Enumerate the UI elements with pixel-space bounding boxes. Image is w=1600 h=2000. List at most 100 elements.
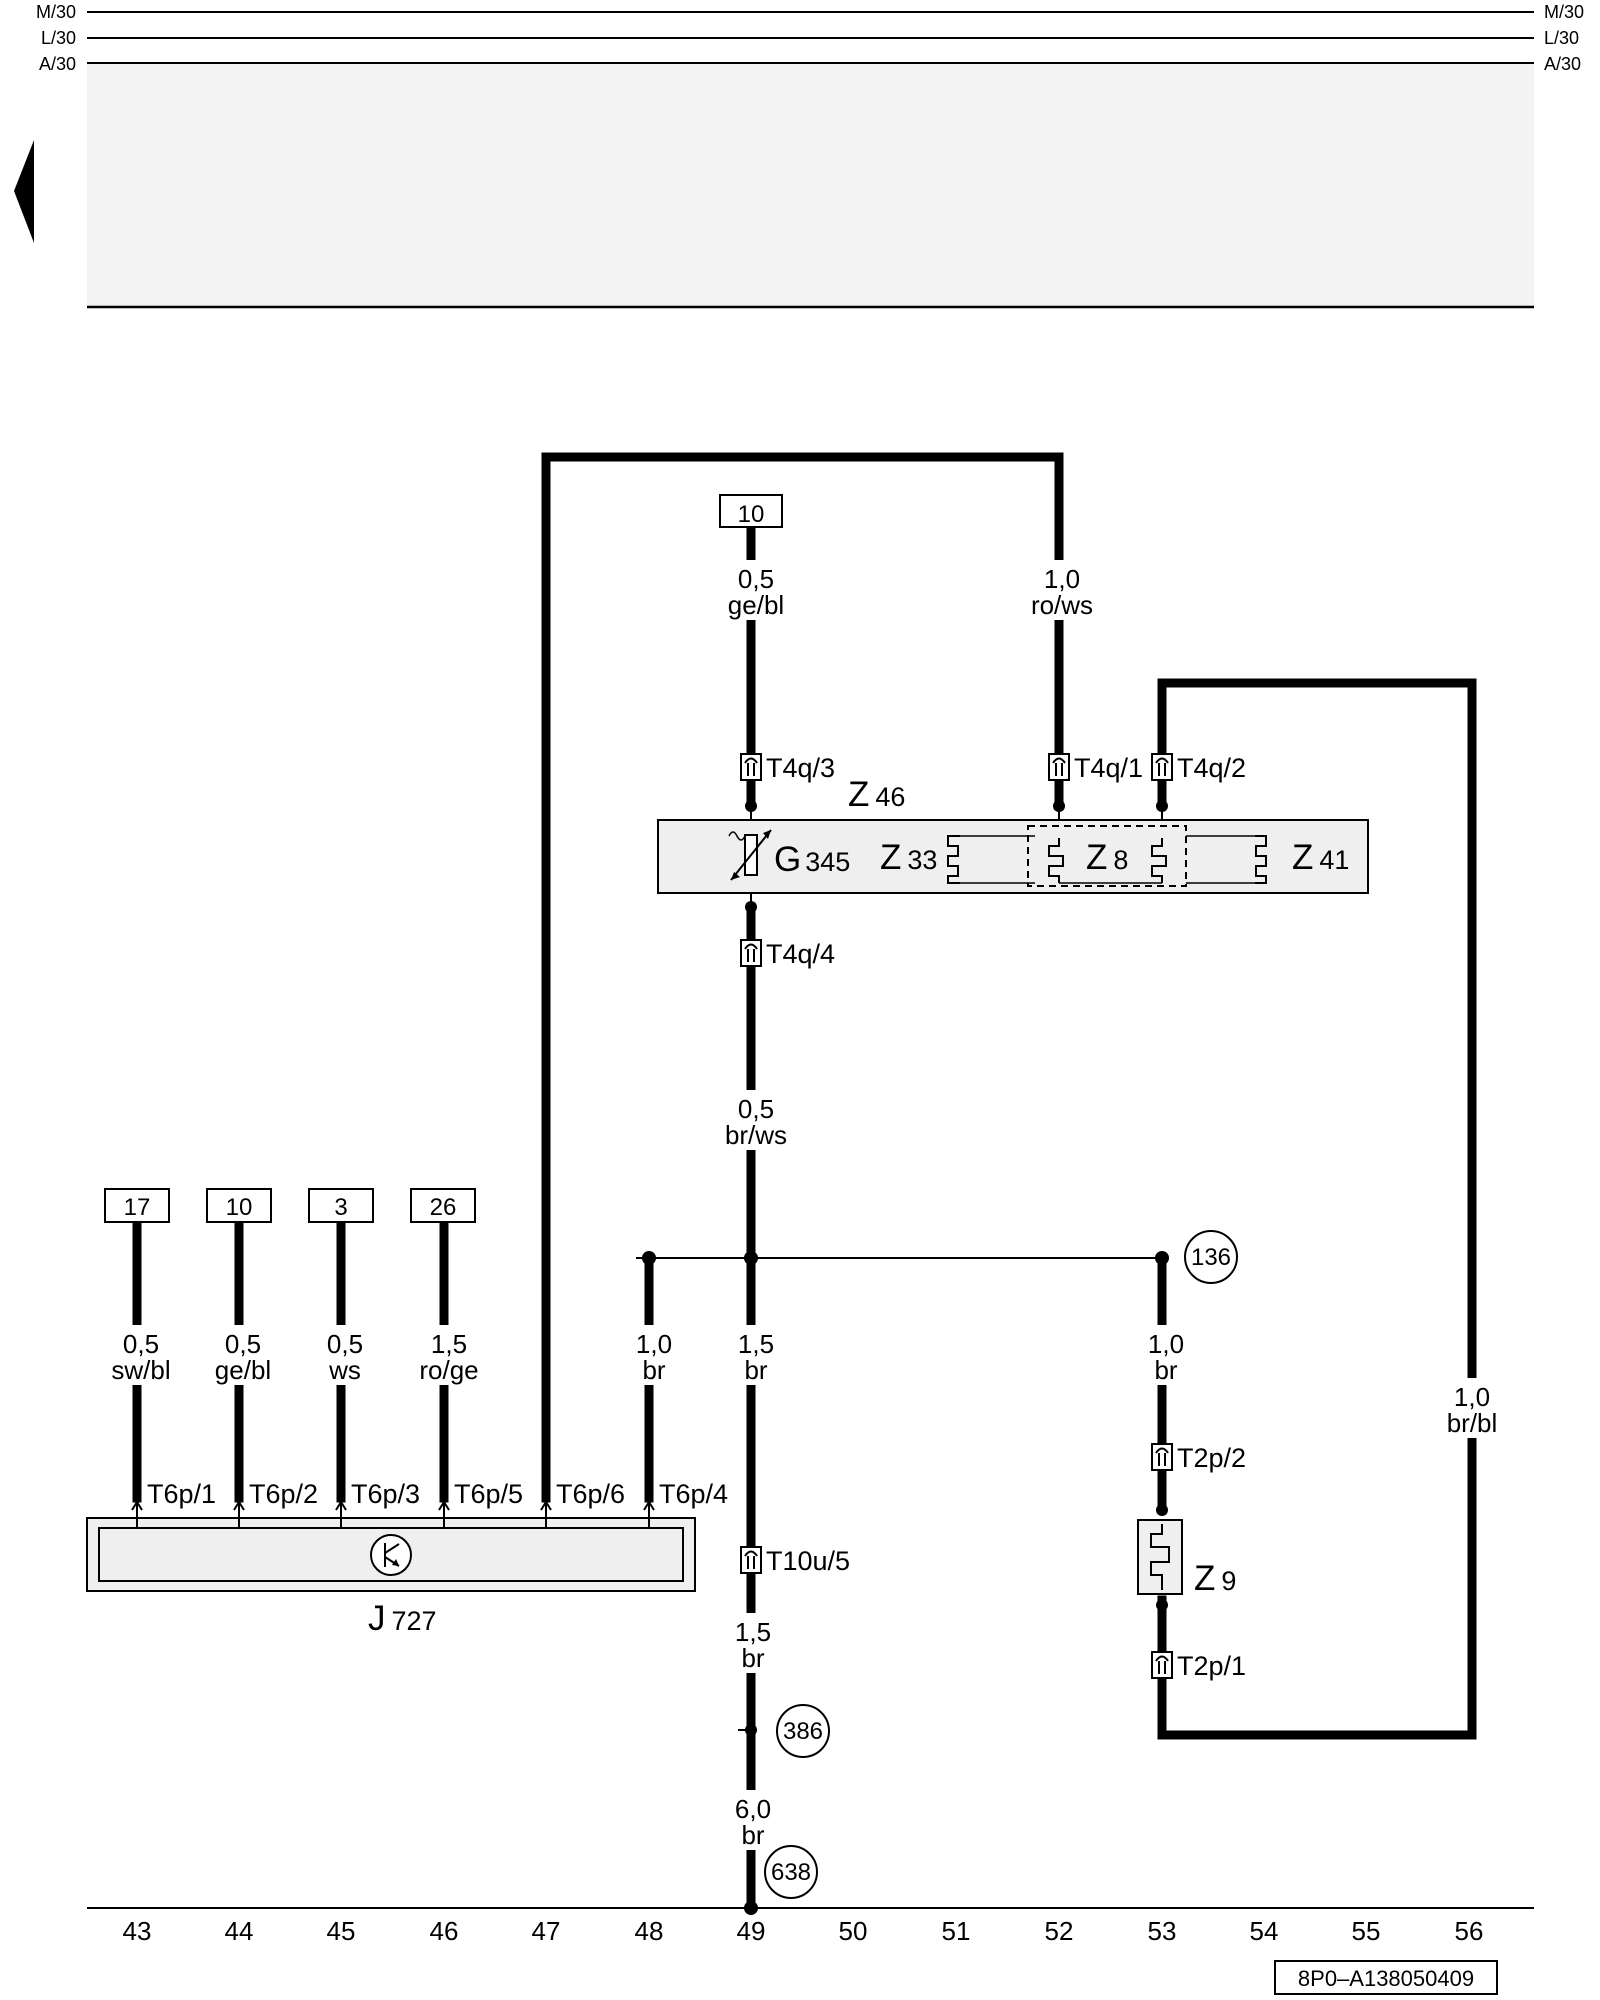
svg-text:26: 26 — [430, 1194, 457, 1221]
wires — [132, 452, 1477, 1913]
wire-size-swbl: 0,5 — [123, 1329, 159, 1359]
column-number: 54 — [1250, 1916, 1279, 1946]
figure-id: 8P0–A138050409 — [1298, 1966, 1474, 1991]
wire-color-br48: br — [642, 1355, 665, 1385]
column-ruler: 43 44 45 46 47 48 49 50 51 52 53 54 55 5… — [87, 1907, 1534, 1946]
connector-icon — [1151, 1443, 1173, 1471]
wire-color-roge: ro/ge — [419, 1355, 478, 1385]
svg-text:T2p/1: T2p/1 — [1177, 1651, 1246, 1681]
pin-t6p5: T6p/5 — [438, 1479, 523, 1528]
fuse-icon — [1150, 1524, 1170, 1590]
wire-color-br6: br — [741, 1820, 764, 1850]
connector-icon — [1151, 753, 1173, 781]
j727-pins: T6p/1 T6p/2 T6p/3 T6p/5 T6p/6 T6p/4 — [131, 1479, 728, 1528]
column-number: 51 — [942, 1916, 971, 1946]
wire-ref-box-17[interactable]: 17 — [104, 1188, 170, 1223]
svg-text:T4q/4: T4q/4 — [766, 939, 835, 969]
wire-ref-box-26[interactable]: 26 — [410, 1188, 476, 1223]
wire-size-ro: 1,0 — [1044, 564, 1080, 594]
wire-color-br49b: br — [741, 1643, 764, 1673]
connector-t2p2: T2p/2 — [1151, 1443, 1246, 1473]
figure-id-box: 8P0–A138050409 — [1274, 1960, 1498, 1995]
ground-ref-638[interactable]: 638 — [764, 1845, 818, 1899]
wire-size-gebl: 0,5 — [225, 1329, 261, 1359]
connector-t10u5: T10u/5 — [740, 1546, 850, 1576]
wire-size-brbl: 1,0 — [1454, 1382, 1490, 1412]
wire-color-swbl: sw/bl — [111, 1355, 170, 1385]
connector-t4q4: T4q/4 — [740, 939, 835, 969]
heating-element-z8-icon — [1048, 838, 1167, 884]
column-number: 44 — [225, 1916, 254, 1946]
rail-label-left-a30: A/30 — [39, 54, 76, 74]
wire-labels: 0,5 ge/bl 1,0 ro/ws 0,5 br/ws 0,5 sw/bl … — [106, 560, 1510, 1850]
wire-ref-box-top[interactable]: 10 — [719, 494, 783, 528]
wire-size-ws: 0,5 — [327, 1329, 363, 1359]
svg-text:10: 10 — [738, 501, 765, 528]
wire-ref-box-3[interactable]: 3 — [308, 1188, 374, 1223]
column-number: 50 — [839, 1916, 868, 1946]
svg-text:T6p/3: T6p/3 — [351, 1479, 420, 1509]
column-number: 48 — [635, 1916, 664, 1946]
previous-page-arrow-icon[interactable] — [14, 140, 34, 243]
column-number: 49 — [737, 1916, 766, 1946]
wire-size-br53: 1,0 — [1148, 1329, 1184, 1359]
svg-text:T2p/2: T2p/2 — [1177, 1443, 1246, 1473]
wire-color-brbl: br/bl — [1447, 1408, 1498, 1438]
z8-dashed-boundary — [1027, 825, 1187, 887]
heating-element-z41-icon — [1186, 835, 1267, 884]
wire-ref-box-10[interactable]: 10 — [206, 1188, 272, 1223]
column-number: 56 — [1455, 1916, 1484, 1946]
ground-ref-136[interactable]: 136 — [1184, 1230, 1238, 1284]
column-number: 43 — [123, 1916, 152, 1946]
connector-icon — [740, 753, 762, 781]
wire-color-br49: br — [744, 1355, 767, 1385]
wire-size-br6: 6,0 — [735, 1794, 771, 1824]
svg-text:638: 638 — [771, 1859, 811, 1886]
wire-size-br48: 1,0 — [636, 1329, 672, 1359]
wire-size-brws: 0,5 — [738, 1094, 774, 1124]
connector-icon — [1151, 1651, 1173, 1679]
svg-text:3: 3 — [334, 1194, 347, 1221]
pin-t6p1: T6p/1 — [131, 1479, 216, 1528]
svg-text:136: 136 — [1191, 1244, 1231, 1271]
pin-t6p4: T6p/4 — [643, 1479, 728, 1528]
wire-size-top: 0,5 — [738, 564, 774, 594]
connector-icon — [1048, 753, 1070, 781]
svg-text:17: 17 — [124, 1194, 151, 1221]
svg-text:T10u/5: T10u/5 — [766, 1546, 850, 1576]
svg-text:386: 386 — [783, 1718, 823, 1745]
connector-icon — [740, 939, 762, 967]
wire-size-br49: 1,5 — [738, 1329, 774, 1359]
column-number: 46 — [430, 1916, 459, 1946]
svg-text:T6p/1: T6p/1 — [147, 1479, 216, 1509]
wire-color-brws: br/ws — [725, 1120, 787, 1150]
heating-element-z33-icon — [947, 835, 1035, 884]
connector-t4q1: T4q/1 — [1048, 753, 1143, 783]
ground-ref-386[interactable]: 386 — [776, 1704, 830, 1758]
temperature-sensor-icon — [728, 829, 772, 881]
connector-icon — [740, 1546, 762, 1574]
wire-size-br49b: 1,5 — [735, 1617, 771, 1647]
svg-text:T4q/1: T4q/1 — [1074, 753, 1143, 783]
rail-label-left-l30: L/30 — [41, 28, 76, 48]
rail-label-right-m30: M/30 — [1544, 2, 1584, 22]
svg-text:T6p/4: T6p/4 — [659, 1479, 728, 1509]
wire-color-ro: ro/ws — [1031, 590, 1093, 620]
rail-label-right-a30: A/30 — [1544, 54, 1581, 74]
wire-color-br53: br — [1154, 1355, 1177, 1385]
column-number: 52 — [1045, 1916, 1074, 1946]
svg-text:T6p/2: T6p/2 — [249, 1479, 318, 1509]
pin-t6p2: T6p/2 — [233, 1479, 318, 1528]
connector-t2p1: T2p/1 — [1151, 1651, 1246, 1681]
column-number: 47 — [532, 1916, 561, 1946]
